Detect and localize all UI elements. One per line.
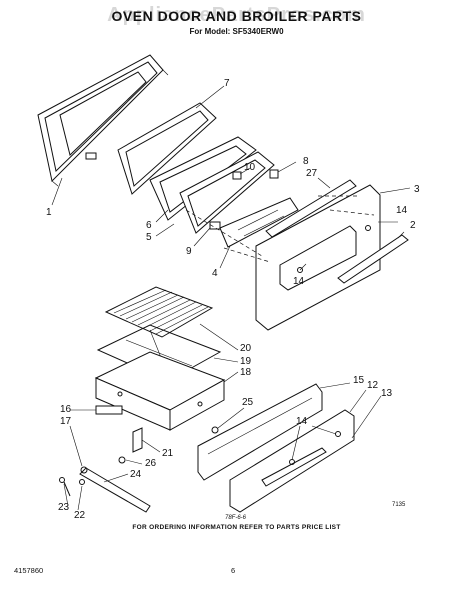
screw-25 [211,426,219,434]
callout-19: 19 [240,356,252,367]
callout-4: 4 [212,268,218,279]
callout-17: 17 [60,416,72,427]
callout-27: 27 [306,168,318,179]
callout-14-a: 14 [396,205,408,216]
callout-13: 13 [381,388,393,399]
callout-12: 12 [367,380,379,391]
callout-3: 3 [414,184,420,195]
callout-14-b: 14 [293,276,305,287]
window-pack [179,151,275,234]
leader-lines [51,85,411,511]
clip [269,169,279,179]
callout-1: 1 [46,207,52,218]
part-callouts: 1 2 3 4 5 6 7 8 9 10 14 14 27 12 13 14 1… [46,78,420,521]
door-handle [337,234,409,284]
screw [118,456,126,464]
callout-26: 26 [145,458,157,469]
callout-23: 23 [58,502,70,513]
callout-6: 6 [146,220,152,231]
callout-21: 21 [162,448,174,459]
outer-glass [219,197,299,248]
watermark: AppliancePartsPros.com [107,4,366,26]
callout-16: 16 [60,404,72,415]
callout-24: 24 [130,469,142,480]
broiler-door-inner [197,383,323,481]
drawer-rail [79,466,151,513]
callout-18: 18 [240,367,252,378]
inner-door-panel [37,54,169,187]
callout-22: 22 [74,510,86,521]
callout-5: 5 [146,232,152,243]
model-subtitle: For Model: SF5340ERW0 [189,27,284,36]
callout-20: 20 [240,343,252,354]
drawing-code: 7135 [392,502,406,508]
inner-glass-frame [149,136,257,221]
page-number: 6 [231,566,236,575]
callout-7: 7 [224,78,230,89]
callout-2: 2 [410,220,416,231]
handwritten-mark: 78F-6-6 [225,515,247,521]
callout-14-c: 14 [296,416,308,427]
fasteners [59,477,85,497]
callout-8: 8 [303,156,309,167]
drawer-glide [132,427,143,453]
callout-9: 9 [186,246,192,257]
outer-door-panel [255,184,381,331]
vent-trim [265,179,357,238]
callout-25: 25 [242,397,254,408]
drawer-bracket [95,405,123,415]
bracket [209,221,221,230]
callout-10: 10 [244,162,256,173]
document-number: 4157860 [14,566,44,575]
broiler-grid [104,286,214,338]
broiler-pan [94,351,226,431]
ordering-note: FOR ORDERING INFORMATION REFER TO PARTS … [132,524,341,531]
page-title: OVEN DOOR AND BROILER PARTS [111,8,362,24]
broiler-door-outer [229,409,355,513]
door-gasket [117,102,217,195]
callout-15: 15 [353,375,365,386]
